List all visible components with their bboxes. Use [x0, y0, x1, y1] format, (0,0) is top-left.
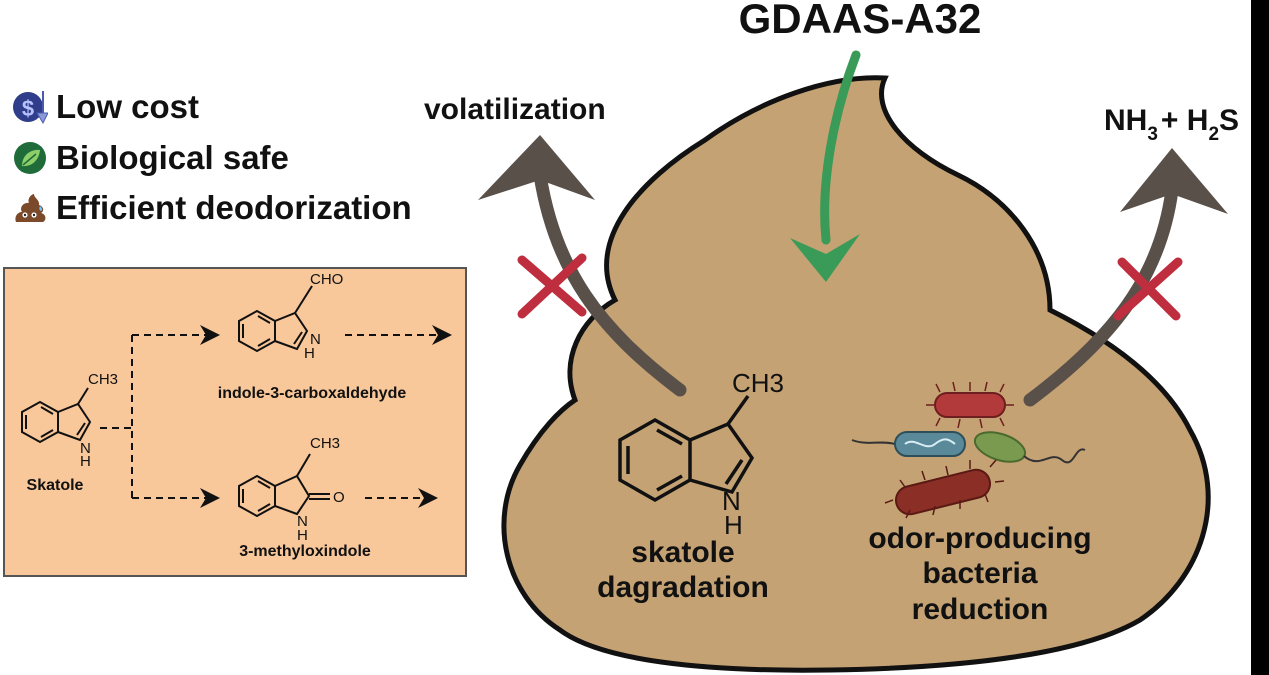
skatole-main-structure — [618, 394, 755, 503]
skatole-caption-line2: dagradation — [597, 571, 769, 604]
skatole-caption-line1: skatole — [631, 536, 734, 569]
svg-text:$: $ — [22, 96, 34, 121]
bacterium-blue — [851, 431, 966, 457]
dollar-down-icon: $ — [13, 91, 48, 125]
skatole-small-h: H — [80, 453, 91, 470]
right-block-x — [1113, 257, 1183, 321]
volatilization-arrowhead — [478, 135, 595, 200]
bacteria-caption-line1: odor-producing — [868, 522, 1091, 555]
treatment-arrow — [820, 50, 861, 245]
volatilization-arrow — [533, 168, 687, 397]
treatment-arrowhead — [790, 234, 860, 282]
title: GDAAS-A32 — [739, 0, 982, 42]
gas-arrowhead — [1120, 148, 1228, 214]
cho-label: CHO — [310, 271, 343, 288]
skatole-small-structure — [21, 387, 92, 444]
ica-h: H — [304, 345, 315, 362]
ica-n: N — [310, 331, 321, 348]
skatole-small-ch3: CH3 — [88, 371, 118, 388]
right-border — [1251, 0, 1269, 675]
leaf-icon — [14, 142, 46, 174]
benefit-low-cost: $ Low cost — [12, 88, 199, 126]
product1-label: indole-3-carboxaldehyde — [218, 385, 407, 402]
benefit-label: Biological safe — [56, 139, 289, 176]
bacterium-red-bottom — [884, 459, 1005, 519]
skatole-small-label: Skatole — [27, 477, 84, 494]
bacteria-group — [851, 381, 1086, 519]
bacterium-red-top — [926, 381, 1014, 429]
poop-emoji-icon — [15, 194, 46, 222]
skatole-main-h: H — [724, 510, 743, 540]
indole-carboxaldehyde-structure — [238, 285, 313, 353]
product2-label: 3-methyloxindole — [239, 543, 371, 560]
skatole-main-ch3: CH3 — [732, 368, 784, 398]
benefit-biological-safe: Biological safe — [12, 139, 289, 177]
moi-ch3: CH3 — [310, 435, 340, 452]
volatilization-label: volatilization — [424, 93, 606, 126]
pathway-dashed-arrows — [100, 325, 452, 508]
pathway-panel: CH3 N H Skatole CHO N H indole-3-carboxa… — [3, 267, 467, 577]
skatole-main-n: N — [722, 486, 741, 516]
moi-n: N — [297, 513, 308, 530]
benefit-label: Low cost — [56, 88, 200, 125]
poop-shape — [501, 75, 1211, 673]
skatole-small-n: N — [80, 440, 91, 457]
bacteria-caption-line2: bacteria — [922, 557, 1037, 590]
gas-label: NH3+ H2S — [1104, 104, 1239, 145]
moi-o: O — [333, 489, 345, 506]
methyloxindole-structure — [238, 453, 330, 518]
benefit-label: Efficient deodorization — [56, 189, 412, 226]
bacteria-caption-line3: reduction — [912, 593, 1049, 626]
bacterium-green — [973, 431, 1086, 464]
left-block-x — [517, 253, 587, 319]
moi-h: H — [297, 527, 308, 544]
benefit-efficient-deodorization: Efficient deodorization — [12, 189, 412, 227]
